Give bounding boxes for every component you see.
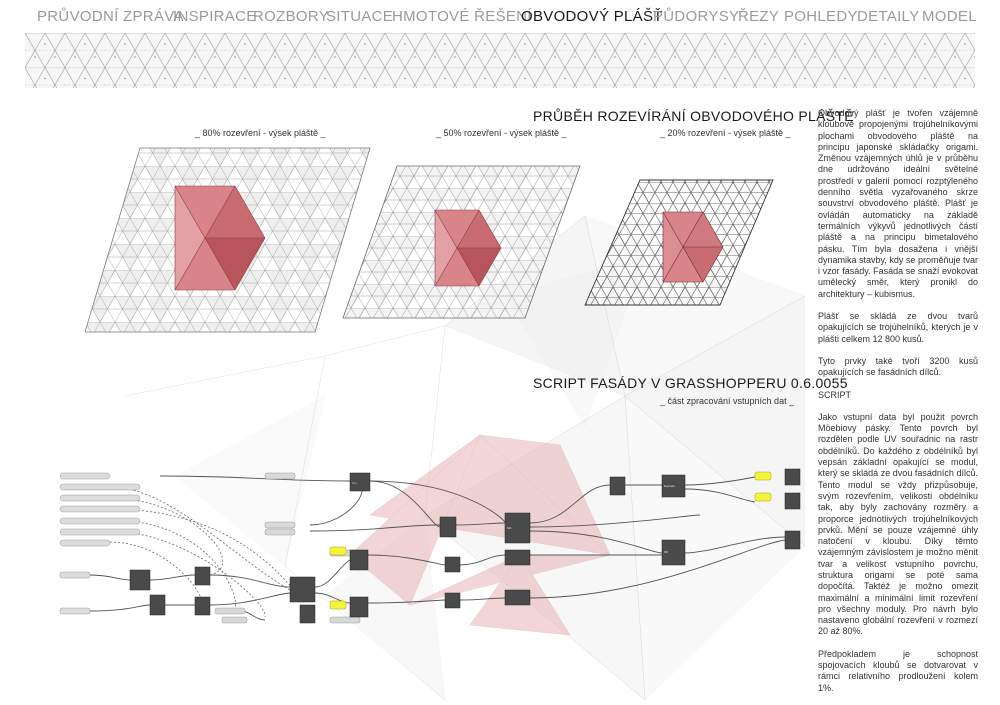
- nav-item-inspirace[interactable]: INSPIRACE: [173, 8, 257, 25]
- input-sliders: [59, 472, 141, 615]
- yellow-params: [329, 471, 772, 610]
- nav-item-rezy[interactable]: ŘEZY: [738, 8, 780, 25]
- nav-item-obvodovy-plast[interactable]: OBVODOVÝ PLÁŠŤ: [521, 8, 663, 25]
- nav-item-hmotove-reseni[interactable]: HMOTOVÉ ŘEŠENÍ: [392, 8, 532, 25]
- paragraph-elements: Tyto prvky také tvoří 3200 kusů opakujíc…: [818, 355, 978, 378]
- nav-item-pohledy[interactable]: POHLEDY: [784, 8, 858, 25]
- connection-wires: [89, 475, 786, 621]
- paragraph-joints: Předpokladem je schopnost spojovacích kl…: [818, 648, 978, 693]
- top-navigation: PRŮVODNÍ ZPRÁVA INSPIRACE ROZBORY SITUAC…: [0, 6, 1000, 30]
- nav-item-rozbory[interactable]: ROZBORY: [253, 8, 330, 25]
- pink-facade-volumes: [349, 434, 611, 635]
- triangle-pattern-banner: [25, 33, 975, 88]
- caption-20: _ 20% rozevření - výsek pláště _: [660, 128, 791, 138]
- nav-item-situace[interactable]: SITUACE: [326, 8, 394, 25]
- facade-panels-diagrams: [85, 147, 774, 333]
- section-title-script: SCRIPT FASÁDY V GRASSHOPPERU 0.6.0055: [533, 375, 848, 391]
- paragraph-triangles: Plášť se skládá ze dvou tvarů opakujícíc…: [818, 311, 978, 344]
- paragraph-script-heading: SCRIPT: [818, 389, 852, 400]
- nav-item-model[interactable]: MODEL: [922, 8, 977, 25]
- caption-50: _ 50% rozevření - výsek pláště _: [436, 128, 567, 138]
- svg-text:MA: MA: [507, 526, 512, 530]
- svg-text:MF: MF: [664, 550, 668, 554]
- component-nodes: [129, 468, 801, 624]
- panel-20-red-module: [662, 211, 724, 283]
- param-pills: [214, 472, 361, 624]
- nav-item-pruvodni-zprava[interactable]: PRŮVODNÍ ZPRÁVA: [37, 8, 184, 25]
- panel-80-red-module: [174, 185, 266, 291]
- nav-item-detaily[interactable]: DETAILY: [857, 8, 920, 25]
- paragraph-script-desc: Jako vstupní data byl použit povrch Möeb…: [818, 411, 978, 637]
- panel-50-red-module: [434, 209, 502, 287]
- caption-script: _ část zpracování vstupních dat _: [660, 396, 795, 406]
- section-title-opening: PRŮBĚH ROZEVÍRÁNÍ OBVODOVÉHO PLÁŠTĚ: [533, 108, 854, 124]
- svg-text:Explode: Explode: [664, 484, 675, 488]
- side-text-column: Obvodový plášť je tvořen vzájemně kloubo…: [818, 108, 978, 705]
- svg-text:Crv: Crv: [352, 481, 357, 485]
- caption-80: _ 80% rozevření - výsek pláště _: [195, 128, 326, 138]
- paragraph-intro: Obvodový plášť je tvořen vzájemně kloubo…: [818, 108, 978, 299]
- nav-item-pudorysy[interactable]: PŮDORYSY: [653, 8, 740, 25]
